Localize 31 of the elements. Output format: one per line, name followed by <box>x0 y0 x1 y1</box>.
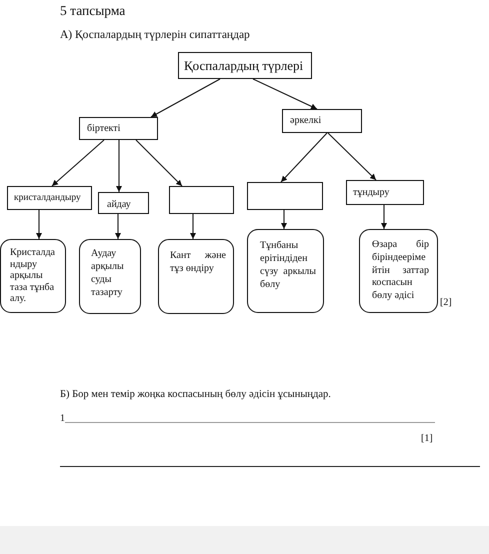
arrow <box>150 78 220 118</box>
arrow <box>280 132 328 182</box>
task-title: 5 тапсырма <box>60 3 126 19</box>
line-number: 1 <box>60 413 65 424</box>
arrow <box>116 140 122 192</box>
description-box: Кант және тұз өндіру <box>158 239 234 314</box>
question-text: Б) Бор мен темір жоңка коспасының бөлу әдісін ұсыныңдар. <box>60 389 331 402</box>
answer-box <box>169 186 234 214</box>
score-mark: [2] <box>440 297 452 308</box>
arrow <box>190 214 196 240</box>
description-box: Кристалда ндыру арқылы таза тұнба алу. <box>0 239 66 313</box>
description-box: Тұнбаны ерітіндіден сүзу аркылы бөлу <box>247 229 324 313</box>
category-box: әркелкі <box>282 109 362 133</box>
method-box: кристалдандыру <box>7 186 92 210</box>
score-mark: [1] <box>421 433 433 444</box>
arrow <box>36 210 42 240</box>
task-instruction: А) Қоспалардың түрлерін сипаттаңдар <box>60 29 250 42</box>
method-box: айдау <box>98 192 149 214</box>
arrow <box>381 204 387 230</box>
arrow <box>52 140 104 186</box>
method-box: тұндыру <box>346 180 424 205</box>
arrow <box>328 132 376 180</box>
arrow <box>136 140 182 186</box>
arrow <box>115 214 121 240</box>
category-box: біртекті <box>79 117 158 140</box>
arrow <box>252 78 318 110</box>
arrow <box>281 210 287 230</box>
description-box: Өзара бір біріндееріме йтін заттар коспасын бөлу әдісі <box>359 229 438 313</box>
description-box: Аудау арқылы суды тазарту <box>79 239 141 314</box>
answer-box <box>247 182 323 210</box>
heading-box: Қоспалардың түрлері <box>178 52 312 79</box>
